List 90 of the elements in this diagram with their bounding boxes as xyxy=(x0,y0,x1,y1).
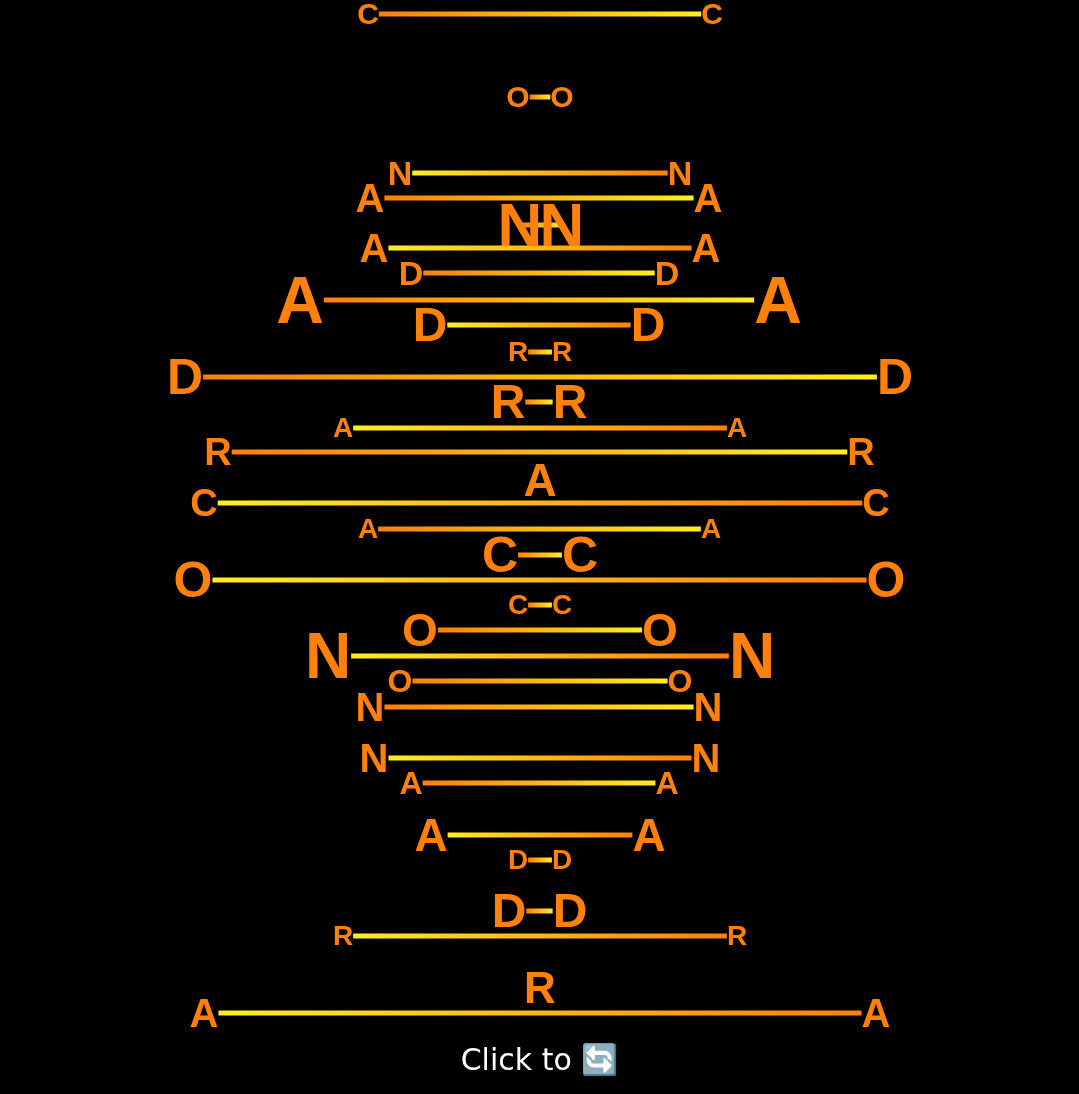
letter: D xyxy=(630,301,666,349)
connector-line xyxy=(217,500,863,506)
letter: C xyxy=(481,530,519,580)
letter: N xyxy=(667,156,693,190)
connector-line xyxy=(518,552,562,558)
letter: N xyxy=(693,687,723,727)
letter: D xyxy=(876,352,914,402)
letter: N xyxy=(728,624,776,688)
letter: N xyxy=(691,738,721,778)
letter: N xyxy=(304,624,352,688)
letter: R xyxy=(507,338,529,366)
letter: R xyxy=(332,922,354,950)
letter: A xyxy=(693,178,723,218)
connector-line xyxy=(384,195,694,201)
connector-line xyxy=(422,780,656,786)
connector-line xyxy=(218,1010,862,1016)
letter: R xyxy=(847,433,875,471)
letter: D xyxy=(552,887,588,935)
letter: R xyxy=(552,378,588,426)
letter: R xyxy=(524,966,556,1010)
connector-line xyxy=(323,297,755,303)
connector-line xyxy=(529,94,551,100)
letter: D xyxy=(398,256,424,290)
connector-line xyxy=(423,270,655,276)
letter: N xyxy=(355,687,385,727)
letter: C xyxy=(701,0,723,29)
connector-line xyxy=(412,170,668,176)
connector-line xyxy=(528,349,552,355)
letter: A xyxy=(414,812,448,858)
letter: D xyxy=(412,301,448,349)
letter: A xyxy=(357,515,379,543)
letter: A xyxy=(632,812,666,858)
letter: A xyxy=(700,515,722,543)
letter: A xyxy=(189,993,219,1033)
letter: C xyxy=(551,591,573,619)
letter: A xyxy=(399,767,423,799)
letter: N xyxy=(359,738,389,778)
letter: A xyxy=(359,228,389,268)
connector-line xyxy=(528,602,552,608)
letter: A xyxy=(523,457,557,503)
connector-line xyxy=(212,577,867,583)
letter: C xyxy=(561,530,599,580)
letter: O xyxy=(642,607,678,653)
letter: D xyxy=(551,846,573,874)
letter: D xyxy=(507,846,529,874)
connector-line xyxy=(447,832,633,838)
connector-line xyxy=(437,627,643,633)
letter: A xyxy=(754,267,802,333)
connector-line xyxy=(231,449,848,455)
letter: A xyxy=(861,993,891,1033)
connector-line xyxy=(388,245,692,251)
letter: A xyxy=(691,228,721,268)
letter: O xyxy=(387,665,413,697)
letter: O xyxy=(550,82,574,112)
connector-line xyxy=(388,755,692,761)
connector-line xyxy=(526,908,553,914)
letter: A xyxy=(655,767,679,799)
letter: A xyxy=(726,414,748,442)
connector-line xyxy=(447,322,631,328)
letter: C xyxy=(190,484,218,522)
letter: O xyxy=(667,665,693,697)
connector-line xyxy=(412,678,668,684)
letter: C xyxy=(507,591,529,619)
letter: D xyxy=(491,887,527,935)
letter: A xyxy=(332,414,354,442)
letter: R xyxy=(490,378,526,426)
connector-line xyxy=(384,704,694,710)
letter: N xyxy=(387,156,413,190)
letter: O xyxy=(402,607,438,653)
connector-line xyxy=(351,653,729,659)
connector-line xyxy=(528,857,552,863)
connector-line xyxy=(378,526,701,532)
letter: D xyxy=(166,352,204,402)
connector-line xyxy=(378,11,702,17)
connector-line xyxy=(353,933,727,939)
letter: R xyxy=(726,922,748,950)
letter: D xyxy=(654,256,680,290)
letter: C xyxy=(357,0,379,29)
connector-line xyxy=(353,425,727,431)
letter: O xyxy=(866,555,906,605)
connector-line xyxy=(525,399,553,405)
letter: R xyxy=(551,338,573,366)
letter: A xyxy=(355,178,385,218)
letter: C xyxy=(862,484,890,522)
letter: O xyxy=(506,82,530,112)
letter: O xyxy=(173,555,213,605)
letter: A xyxy=(276,267,324,333)
connector-line xyxy=(203,374,877,380)
letter: R xyxy=(204,433,232,471)
caption: Click to 🔄 xyxy=(459,1042,620,1077)
